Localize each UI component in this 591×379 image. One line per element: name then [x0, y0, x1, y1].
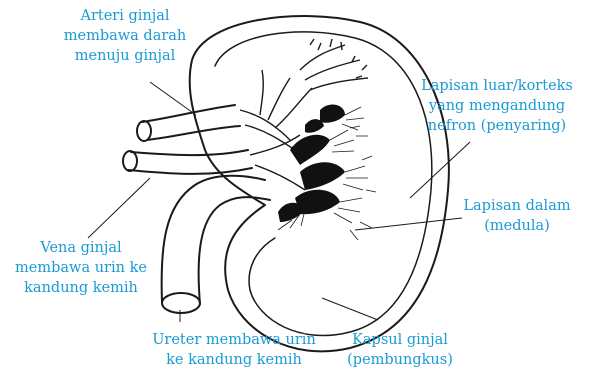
- renal-vein: [128, 150, 252, 174]
- leader-medulla: [355, 218, 462, 230]
- vein-opening: [123, 151, 137, 171]
- label-capsule-line1: Kapsul ginjal: [330, 330, 470, 350]
- leader-cortex: [410, 142, 470, 198]
- label-ureter-line1: Ureter membawa urin: [138, 330, 330, 350]
- label-artery-line1: Arteri ginjal: [28, 6, 222, 26]
- label-vein-line2: membawa urin ke: [6, 258, 156, 278]
- label-vein-line1: Vena ginjal: [6, 238, 156, 258]
- label-medulla-line2: (medula): [452, 216, 582, 236]
- artery-opening: [137, 121, 151, 141]
- label-capsule: Kapsul ginjal (pembungkus): [330, 330, 470, 370]
- inner-cortex-line: [249, 238, 275, 290]
- renal-pyramid: [290, 135, 330, 165]
- label-artery-line3: menuju ginjal: [28, 46, 222, 66]
- ureter-opening: [162, 293, 200, 313]
- label-cortex-line2: yang mengandung: [412, 96, 582, 116]
- label-medulla-line1: Lapisan dalam: [452, 196, 582, 216]
- leader-capsule: [322, 298, 378, 320]
- label-ureter-line2: ke kandung kemih: [138, 350, 330, 370]
- label-ureter: Ureter membawa urin ke kandung kemih: [138, 330, 330, 370]
- ureter-tube: [162, 176, 270, 304]
- label-cortex: Lapisan luar/korteks yang mengandung nef…: [412, 76, 582, 136]
- label-vein-line3: kandung kemih: [6, 278, 156, 298]
- label-artery: Arteri ginjal membawa darah menuju ginja…: [28, 6, 222, 66]
- renal-pyramid: [320, 105, 345, 123]
- renal-pyramid: [278, 203, 305, 222]
- renal-artery: [142, 105, 240, 140]
- label-artery-line2: membawa darah: [28, 26, 222, 46]
- label-cortex-line3: nefron (penyaring): [412, 116, 582, 136]
- label-cortex-line1: Lapisan luar/korteks: [412, 76, 582, 96]
- renal-pyramid: [300, 162, 345, 190]
- label-medulla: Lapisan dalam (medula): [452, 196, 582, 236]
- label-vein: Vena ginjal membawa urin ke kandung kemi…: [6, 238, 156, 298]
- leader-vein: [88, 178, 150, 238]
- label-capsule-line2: (pembungkus): [330, 350, 470, 370]
